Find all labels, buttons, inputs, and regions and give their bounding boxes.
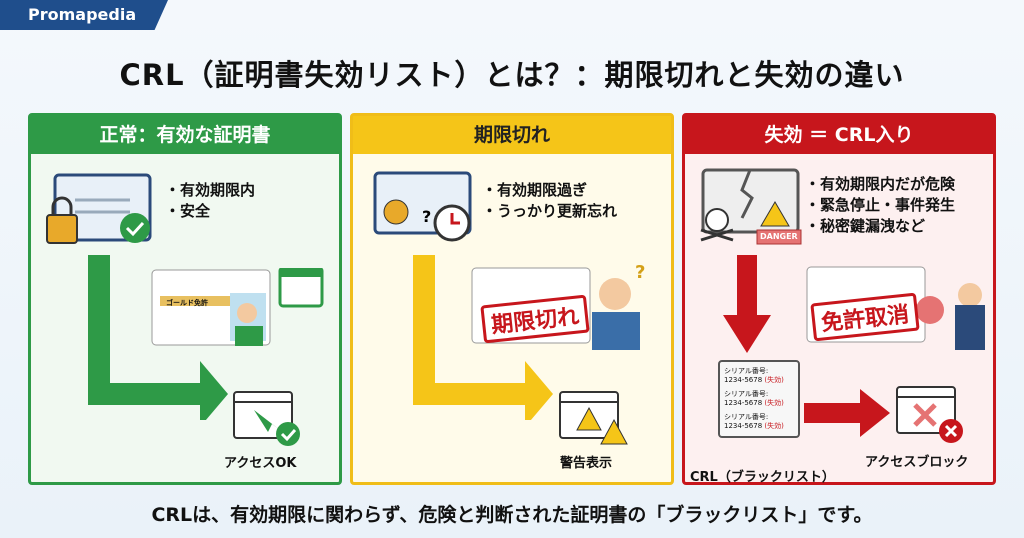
brand-logo: Promapedia bbox=[0, 0, 168, 30]
browser-check-icon bbox=[233, 391, 300, 446]
status: (失効) bbox=[764, 399, 784, 407]
serial: 1234-5678 bbox=[724, 399, 763, 407]
bullet-list: ・有効期限内だが危険・緊急停止・事件発生・秘密鍵漏洩など bbox=[805, 174, 955, 237]
browser-blocked-icon bbox=[896, 386, 963, 443]
bullet: ・緊急停止・事件発生 bbox=[805, 196, 956, 214]
result-label: アクセスブロック bbox=[865, 455, 969, 470]
entry-label: シリアル番号: bbox=[724, 413, 769, 421]
bullet: ・秘密鍵漏洩など bbox=[805, 217, 926, 235]
green-arrow bbox=[88, 255, 228, 420]
crl-list-scroll: シリアル番号:1234-5678 (失効) シリアル番号:1234-5678 (… bbox=[718, 360, 800, 438]
svg-text:?: ? bbox=[422, 207, 431, 226]
bullet: ・有効期限過ぎ bbox=[482, 181, 588, 199]
license-label: ゴールド免許 bbox=[166, 299, 208, 307]
yellow-arrow bbox=[413, 255, 553, 420]
serial: 1234-5678 bbox=[724, 422, 763, 430]
crl-entry: シリアル番号:1234-5678 (失効) bbox=[724, 390, 794, 408]
status: (失効) bbox=[764, 376, 784, 384]
bullet: ・有効期限内 bbox=[165, 181, 256, 199]
status: (失効) bbox=[764, 422, 784, 430]
danger-label: DANGER bbox=[760, 232, 798, 241]
result-label: 警告表示 bbox=[560, 456, 613, 471]
panel-header: 期限切れ bbox=[353, 116, 671, 154]
certificate-lock-icon bbox=[46, 173, 152, 244]
crl-entry: シリアル番号:1234-5678 (失効) bbox=[724, 367, 794, 385]
crl-label: CRL（ブラックリスト） bbox=[690, 470, 835, 485]
bullet-list: ・有効期限過ぎ・うっかり更新忘れ bbox=[482, 180, 617, 222]
broken-certificate-danger-icon bbox=[700, 168, 802, 245]
browser-warning-icon bbox=[559, 391, 628, 445]
crl-entry: シリアル番号:1234-5678 (失効) bbox=[724, 413, 794, 431]
entry-label: シリアル番号: bbox=[724, 367, 769, 375]
result-label: アクセスOK bbox=[224, 456, 297, 471]
serial: 1234-5678 bbox=[724, 376, 763, 384]
red-down-arrow bbox=[723, 255, 771, 353]
certificate-clock-icon: ? bbox=[373, 171, 472, 242]
entry-label: シリアル番号: bbox=[724, 390, 769, 398]
bullet-list: ・有効期限内・安全 bbox=[165, 180, 255, 222]
bullet: ・安全 bbox=[165, 202, 211, 220]
footer-caption: CRLは、有効期限に関わらず、危険と判断された証明書の「ブラックリスト」です。 bbox=[151, 504, 873, 526]
driver-license-illustration bbox=[151, 268, 324, 346]
svg-text:?: ? bbox=[635, 262, 645, 283]
panel-header: 失効 ＝ CRL入り bbox=[685, 116, 993, 154]
red-right-arrow bbox=[804, 389, 890, 437]
bullet: ・うっかり更新忘れ bbox=[482, 202, 618, 220]
bullet: ・有効期限内だが危険 bbox=[805, 175, 956, 193]
panel-header: 正常：有効な証明書 bbox=[31, 116, 339, 154]
page-title: CRL（証明書失効リスト）とは？：期限切れと失効の違い bbox=[119, 58, 905, 92]
